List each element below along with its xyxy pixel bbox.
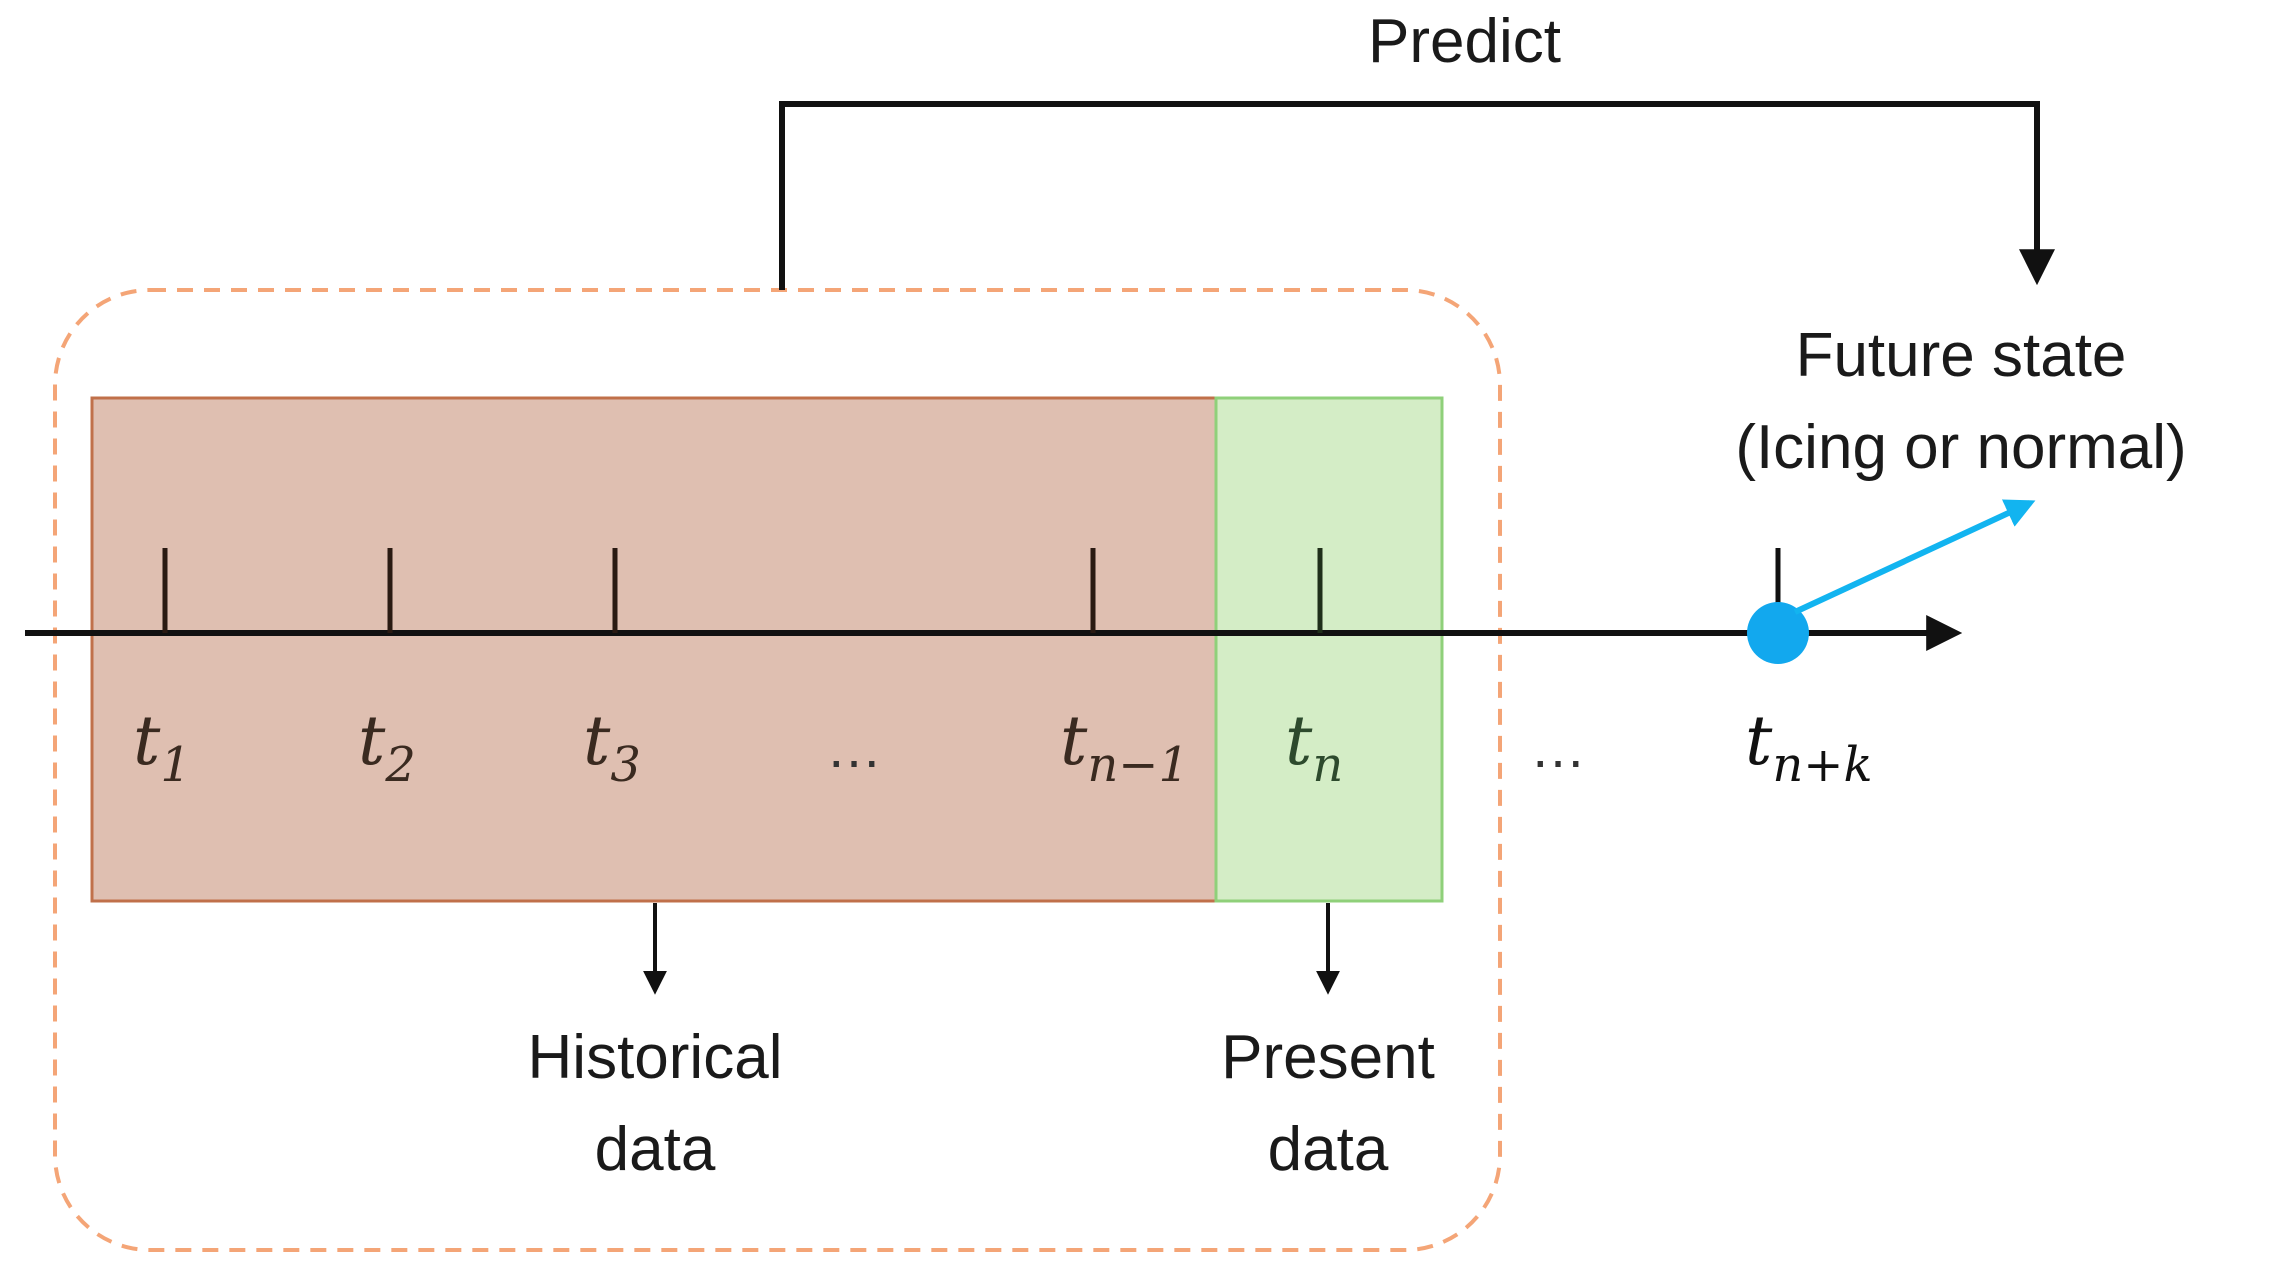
predict-bracket-arrow: [779, 101, 2055, 290]
historical-data-label: Historical data: [505, 1012, 805, 1196]
tick-label-t3-sub: 3: [610, 736, 641, 793]
tick-label-t2-base: t: [358, 702, 386, 781]
tick-label-tn-1-sub: n−1: [1087, 736, 1189, 793]
input-window-boundary: [53, 288, 1502, 1252]
tick-label-t2-sub: 2: [385, 736, 416, 793]
tick-label-tn-1-base: t: [1060, 702, 1088, 781]
present-data-region: [1214, 396, 1444, 903]
present-line1: Present: [1221, 1023, 1435, 1092]
tick-label-t3-base: t: [583, 702, 611, 781]
predict-label: Predict: [1368, 7, 1561, 76]
historical-line1: Historical: [527, 1023, 783, 1092]
future-state-line2: (Icing or normal): [1735, 413, 2187, 482]
ellipsis-outside: …: [1530, 716, 1586, 779]
tick-label-tn-sub: n: [1312, 736, 1344, 793]
tick-label-tnk: tn+k: [1745, 708, 1873, 789]
future-state-label: Future state (Icing or normal): [1716, 310, 2206, 494]
tick-label-tn-base: t: [1285, 702, 1313, 781]
future-state-arrow: [1793, 499, 2036, 615]
historical-data-region: [90, 396, 1218, 903]
tick-label-t3: t3: [583, 708, 641, 789]
historical-line2: data: [594, 1115, 716, 1184]
ellipsis-inside: …: [826, 716, 882, 779]
tick-label-t1-sub: 1: [160, 736, 191, 793]
tick-marks: [162, 548, 1781, 633]
tick-label-tnk-base: t: [1745, 702, 1773, 781]
tick-label-t1: t1: [133, 708, 191, 789]
tick-label-t2: t2: [358, 708, 416, 789]
tick-label-t1-base: t: [133, 702, 161, 781]
future-state-dot: [1747, 602, 1809, 664]
tick-label-tn: tn: [1285, 708, 1343, 789]
tick-label-tn-1: tn−1: [1060, 708, 1189, 789]
present-data-label: Present data: [1183, 1012, 1473, 1196]
present-line2: data: [1267, 1115, 1389, 1184]
tick-label-tnk-sub: n+k: [1772, 736, 1873, 793]
future-state-line1: Future state: [1795, 321, 2127, 390]
